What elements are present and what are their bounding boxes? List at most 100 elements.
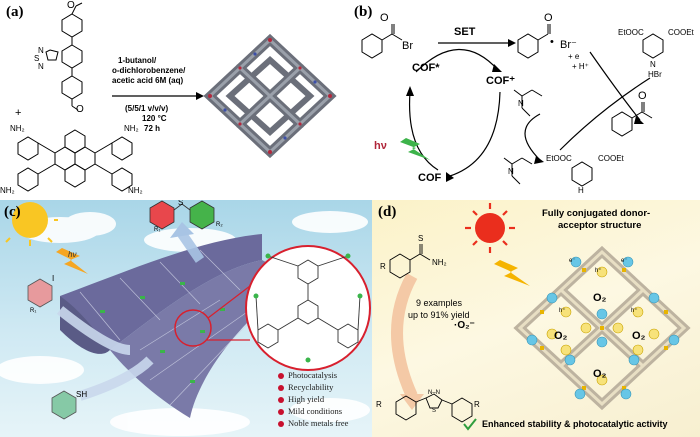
ester-left-top: EtOOC (618, 28, 644, 37)
electron-label-2: e⁻ (569, 258, 576, 264)
panel-c-scene (0, 200, 371, 436)
amine-2: NH₂ (124, 124, 139, 133)
ester-left-bottom: EtOOC (546, 154, 572, 163)
bullet-icon (278, 373, 284, 380)
o2-left: O₂ (554, 330, 568, 342)
panel-a-scheme (17, 2, 337, 192)
bullet-icon (278, 421, 284, 428)
o2-right: O₂ (632, 330, 646, 342)
panel-a-label: (a) (6, 4, 24, 20)
condition-4: (5/5/1 v/v/v) (125, 104, 169, 113)
condition-5: 120 °C (142, 114, 167, 123)
plus-sign: + (15, 107, 22, 119)
bullet-icon (278, 409, 284, 416)
panel-d-donor-acceptor: (d) Fully conjugated donor- acceptor str… (372, 200, 700, 437)
feature-recyclability: Recyclability (278, 382, 333, 392)
r-left: R (376, 400, 382, 409)
panel-b-mechanism: (b) (350, 0, 700, 200)
panel-c-label: (c) (4, 204, 21, 220)
o2-bottom: O₂ (593, 368, 607, 380)
o2-top: O₂ (593, 292, 607, 304)
ketone-o-3: O (638, 90, 647, 102)
zoom-source-circle (174, 309, 212, 347)
ring-atom-n2: N (38, 62, 44, 71)
electron-label-1: e⁻ (621, 258, 628, 264)
r-substituent: R (380, 262, 386, 271)
superoxide-label: ·O₂⁻ (454, 320, 475, 331)
set-label: SET (454, 26, 476, 38)
condition-6: 72 h (144, 124, 161, 133)
ketone-o-2: O (544, 12, 553, 24)
feature-noble-metals-free: Noble metals free (278, 418, 348, 428)
thioamide-nh2: NH₂ (432, 258, 447, 267)
cof-ground: COF (418, 172, 442, 184)
examples-line-2: up to 91% yield (408, 310, 470, 320)
sun-icon (12, 202, 48, 238)
thioamide-s: S (418, 234, 424, 243)
hole-label-3: h⁺ (631, 308, 638, 314)
lightning-bolt-icon (494, 260, 530, 286)
lightning-bolt-icon (400, 138, 430, 160)
r1-label-product: R₁ (154, 227, 161, 233)
thiadiazole-nn: N–N (428, 390, 441, 396)
product-ring-green (189, 200, 215, 230)
title-line-1: Fully conjugated donor- (542, 208, 651, 219)
dialdehyde-monomer (45, 2, 83, 111)
r2-label-product: R₂ (216, 222, 223, 228)
tetraamine-monomer (17, 129, 133, 192)
condition-3: acetic acid 6M (aq) (112, 76, 184, 85)
radical-dot: • (550, 36, 554, 48)
check-icon (463, 418, 477, 431)
bromide-br: Br (402, 40, 413, 52)
ring-atom-n1: N (38, 46, 44, 55)
panel-b-scheme (361, 24, 664, 187)
thiol-ring (51, 390, 77, 420)
hole-label-2: h⁺ (559, 308, 566, 314)
dihydropyridine-nh: H (578, 186, 584, 195)
footer-text: Enhanced stability & photocatalytic acti… (482, 419, 668, 429)
thiadiazole-s: S (432, 408, 437, 414)
hv-label-c: hν (68, 250, 77, 259)
feature-photocatalysis: Photocatalysis (278, 370, 337, 380)
bullet-icon (278, 385, 284, 392)
sh-label: SH (76, 390, 88, 399)
condition-1: 1-butanol/ (118, 56, 157, 65)
pyridinium-n: N (650, 60, 656, 69)
plus-proton: + H⁺ (572, 62, 589, 71)
cof-framework-image (203, 33, 337, 159)
hbr-label: HBr (648, 70, 662, 79)
cof-star: COF* (412, 62, 440, 74)
panel-d-label: (d) (378, 204, 397, 220)
feature-mild-conditions: Mild conditions (278, 406, 342, 416)
plus-electron: + e (568, 52, 580, 61)
panel-c-photocatalysis: (c) hν I R₁ SH S R₁ R₂ Photocatalysis Re… (0, 200, 372, 437)
amine-n: N (518, 99, 524, 108)
cof-plus: COF⁺ (486, 75, 516, 87)
product-ring-red (149, 200, 175, 230)
amine-n-plus: N (508, 167, 514, 176)
examples-line-1: 9 examples (416, 298, 463, 308)
r1-label-reactant: R₁ (30, 308, 37, 314)
ester-right-top: COOEt (668, 28, 694, 37)
aldehyde-o-bottom: O (76, 104, 84, 115)
aryl-iodide-ring (27, 278, 53, 308)
amine-4: NH₂ (128, 186, 143, 195)
s-label: S (178, 200, 184, 207)
plus-br-minus: Br⁻ (560, 39, 577, 51)
hv-label: hν (374, 140, 387, 152)
amine-3: NH₂ (0, 186, 15, 195)
da-lattice (513, 245, 691, 411)
r-right: R (474, 400, 480, 409)
iodo-label: I (52, 274, 55, 283)
condition-2: o-dichlorobenzene/ (112, 66, 186, 75)
ketone-o-1: O (380, 12, 389, 24)
ester-right-bottom: COOEt (598, 154, 624, 163)
amine-1: NH₂ (10, 124, 25, 133)
hole-label-1: h⁺ (595, 268, 602, 274)
zoom-structure (255, 255, 361, 349)
panel-a-cof-synthesis: (a) (0, 0, 346, 200)
panel-b-label: (b) (354, 4, 373, 20)
feature-high-yield: High yield (278, 394, 324, 404)
ring-atom-s: S (34, 54, 40, 63)
lightning-bolt-icon (56, 248, 88, 274)
